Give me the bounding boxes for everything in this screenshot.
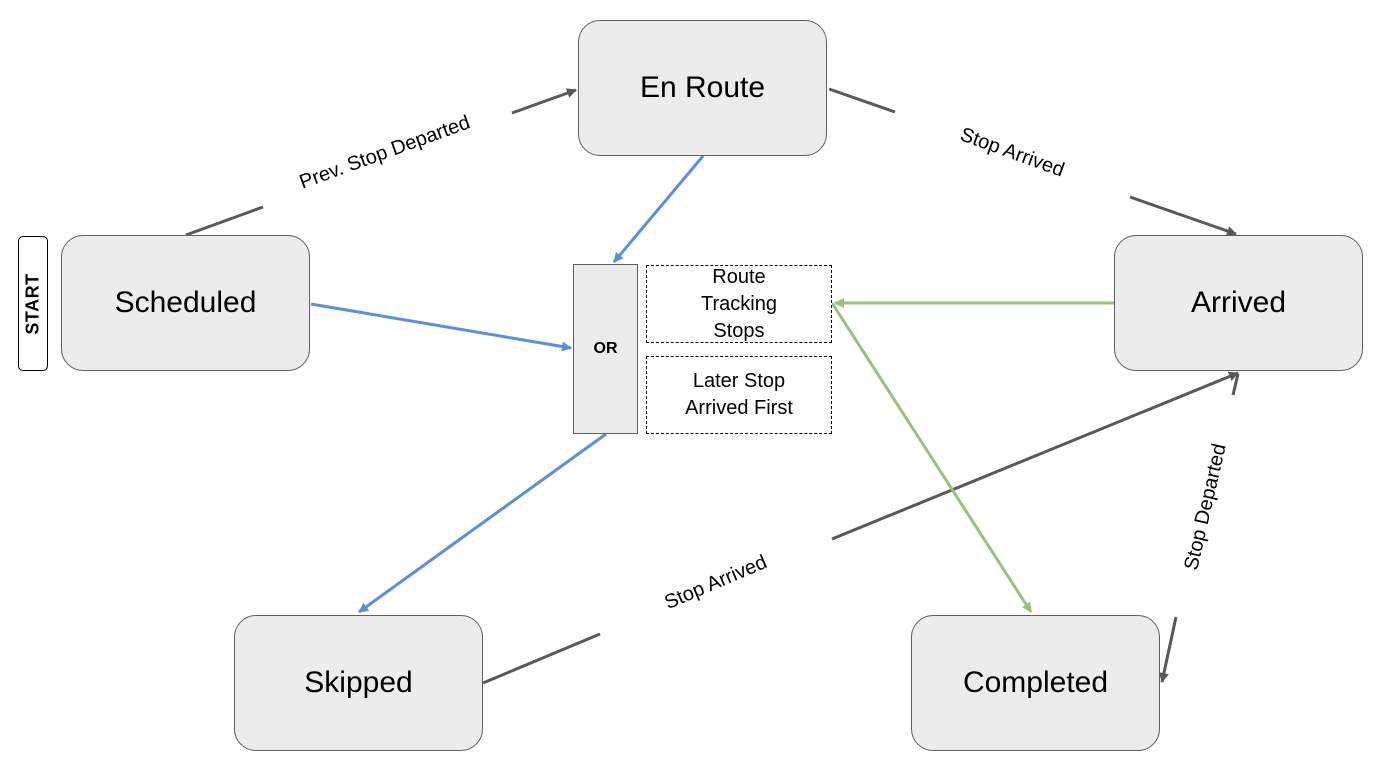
edge-route-tracking-to-completed [830,302,1033,613]
edge-arrived-to-completed [1159,373,1240,683]
edge-or-to-skipped [358,432,607,614]
edge-scheduled-to-or [310,302,572,352]
edge-scheduled-to-en-route [185,88,577,237]
start-label: START [22,272,43,335]
state-skipped: Skipped [234,615,483,751]
state-arrived: Arrived [1114,235,1363,371]
edge-skipped-to-arrived [482,371,1239,685]
condition-route-tracking-stops: Route Tracking Stops [646,265,832,343]
start-marker: START [18,236,48,371]
edge-en-route-to-arrived [828,87,1237,236]
or-gateway: OR [573,264,638,434]
condition-later-stop-arrived-first: Later Stop Arrived First [646,356,832,434]
state-completed: Completed [911,615,1160,751]
state-scheduled: Scheduled [61,235,310,371]
edge-en-route-to-or [612,155,705,263]
state-en-route: En Route [578,20,827,156]
